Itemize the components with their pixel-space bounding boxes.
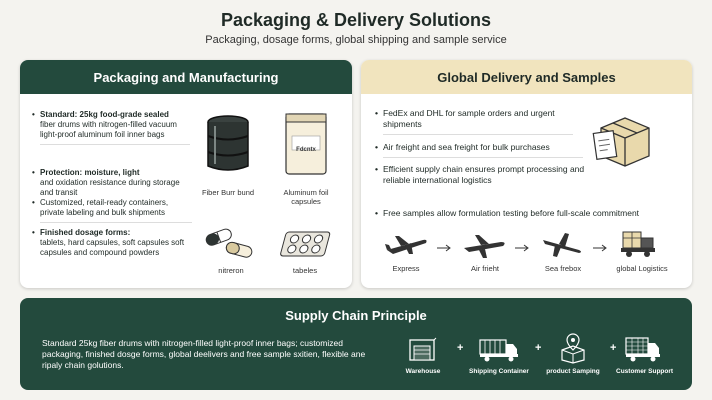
bullet-protection-bold: Protection: moisture, light (40, 168, 140, 177)
bullet-protection-text: and oxidation resistance during storage … (40, 178, 180, 197)
foil-caption: Aluminum foil capsules (283, 188, 329, 206)
bullet-samples-text: Free samples allow formulation testing b… (383, 208, 640, 218)
bullet-fedex: •FedEx and DHL for sample orders and urg… (375, 108, 573, 135)
logistics-caption: global Logistics (616, 264, 668, 273)
bullet-supply: •Efficient supply chain ensures prompt p… (375, 164, 585, 185)
page-title: Packaging & Delivery Solutions (220, 10, 492, 30)
arrow-icon (515, 244, 529, 252)
supply-chain-text: Standard 25kg fiber drums with nitrogen-… (42, 338, 366, 370)
logistics-truck-icon (621, 231, 655, 257)
chain-plus: + (457, 342, 464, 354)
shipping-container-icon (479, 339, 518, 362)
tablets-caption: tabeles (292, 266, 318, 275)
bullet-protection: •Protection: moisture, light and oxidati… (32, 168, 180, 197)
bullet-freight: •Air freight and sea freight for bulk pu… (375, 142, 583, 158)
sampling-caption: product Samping (546, 368, 600, 375)
foil-bag-icon (285, 113, 327, 175)
air-freight-airplane-icon (464, 235, 505, 258)
sample-package-icon (592, 117, 650, 167)
bullet-dosage: •Finished dosage forms: tablets, hard ca… (32, 228, 185, 257)
chain-plus: + (535, 342, 542, 354)
bullet-custom: •Customized, retail-ready containers, pr… (32, 198, 192, 223)
sea-freight-caption: Sea frebox (544, 264, 582, 273)
capsules-caption: nitreron (218, 266, 244, 275)
bullet-standard-bold: Standard: 25kg food-grade sealed (40, 110, 169, 119)
bullet-fedex-text: FedEx and DHL for sample orders and urge… (383, 108, 555, 129)
bullet-samples: •Free samples allow formulation testing … (375, 208, 640, 218)
foil-bag-text: Fdcntx (296, 147, 316, 153)
container-caption: Shipping Container (469, 368, 529, 375)
delivery-panel: Global Delivery and Samples •FedEx and D… (361, 60, 692, 288)
bullet-freight-text: Air freight and sea freight for bulk pur… (383, 142, 550, 152)
support-truck-icon (625, 337, 660, 362)
drum-caption: Fiber Burr bund (201, 188, 255, 197)
delivery-panel-title: Global Delivery and Samples (361, 60, 692, 94)
packaging-panel: Packaging and Manufacturing •Standard: 2… (20, 60, 352, 288)
warehouse-icon (409, 337, 437, 361)
supply-chain-title: Supply Chain Principle (285, 308, 427, 323)
air-freight-caption: Air frieht (471, 264, 499, 273)
sample-box-icon (561, 333, 585, 364)
express-airplane-icon (385, 236, 427, 254)
bullet-supply-text: Efficient supply chain ensures prompt pr… (383, 164, 585, 185)
bullet-standard-text: fiber drums with nitrogen-filled vacuum … (40, 120, 177, 139)
packaging-panel-title: Packaging and Manufacturing (20, 60, 352, 94)
support-caption: Customer Support (616, 368, 674, 375)
arrow-icon (437, 244, 451, 252)
sea-freight-airplane-icon (543, 233, 581, 257)
bullet-standard: •Standard: 25kg food-grade sealed fiber … (32, 110, 190, 145)
capsules-icon (205, 228, 253, 258)
arrow-icon (593, 244, 607, 252)
supply-chain-panel: Supply Chain Principle Standard 25kg fib… (20, 298, 692, 390)
bullet-dosage-text: tablets, hard capsules, soft capsules so… (40, 238, 185, 257)
tablets-blister-icon (280, 231, 331, 257)
chain-plus: + (610, 342, 617, 354)
express-caption: Express (392, 264, 420, 273)
warehouse-caption: Warehouse (405, 368, 441, 375)
fiber-drum-icon (207, 115, 249, 171)
page-subtitle: Packaging, dosage forms, global shipping… (205, 34, 507, 46)
bullet-dosage-bold: Finished dosage forms: (40, 228, 131, 237)
bullet-custom-text: Customized, retail-ready containers, pri… (40, 198, 169, 217)
